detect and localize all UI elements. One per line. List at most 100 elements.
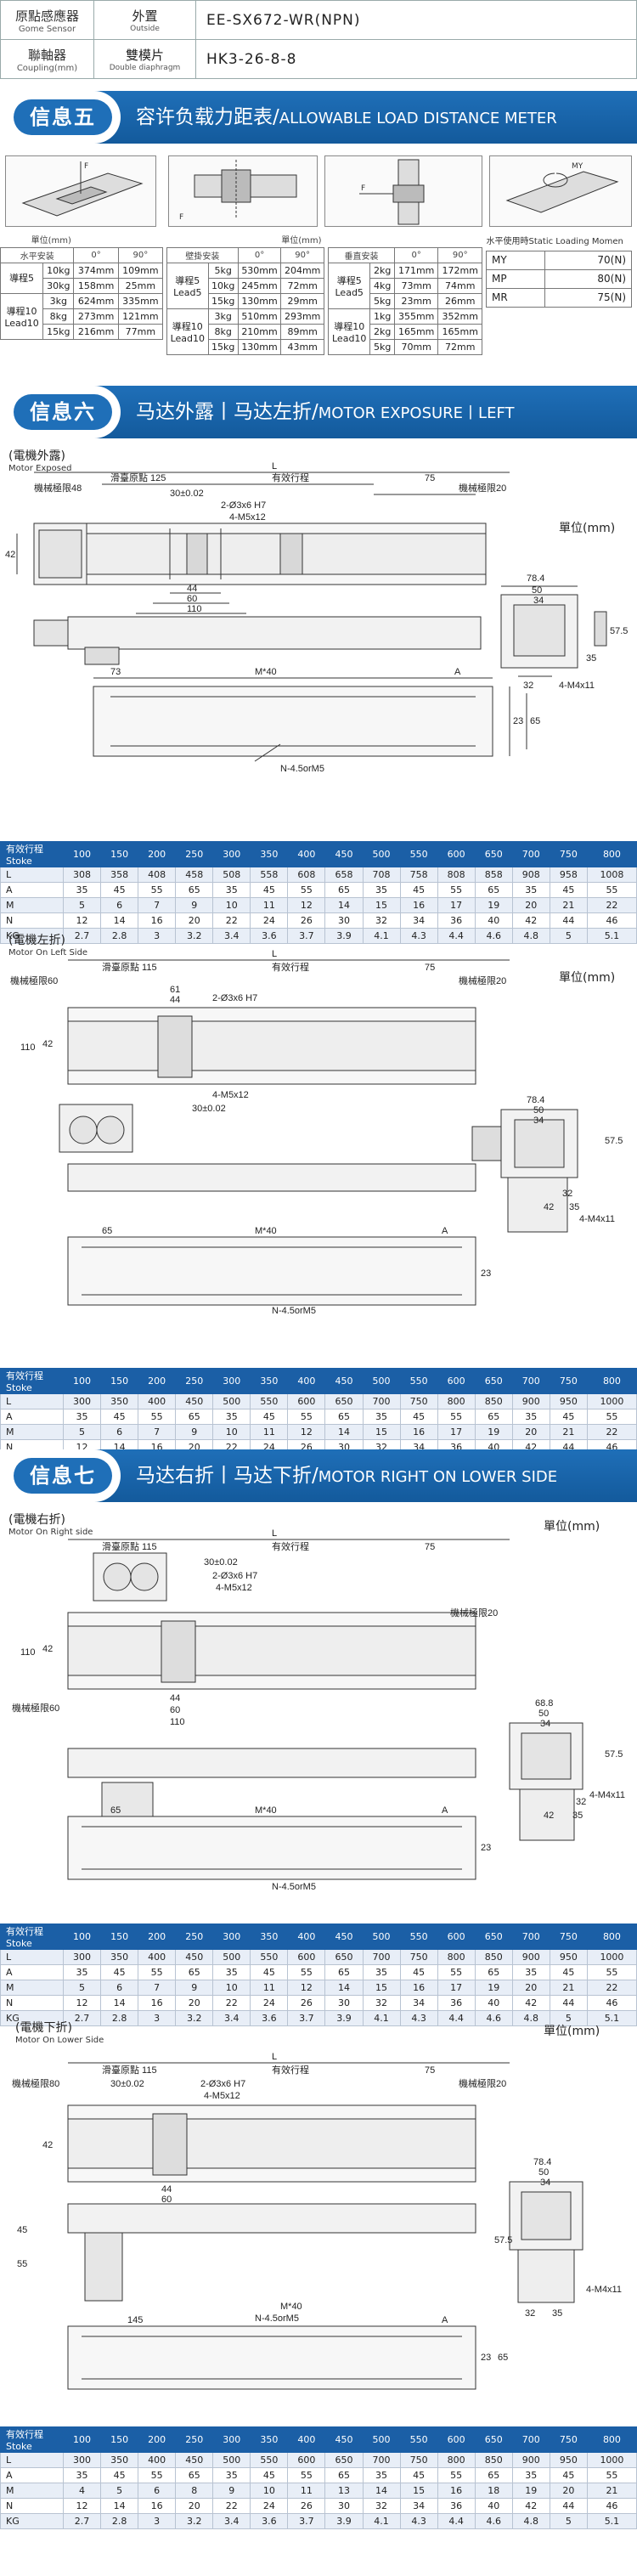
dim-limit48: 機械極限48 xyxy=(34,482,82,494)
table-cell: 300 xyxy=(212,1924,251,1950)
table-cell: 658 xyxy=(324,867,364,883)
table-cell: 800 xyxy=(586,2426,637,2453)
row-label: L xyxy=(0,1393,64,1409)
row-label: KG xyxy=(0,2010,64,2026)
table-cell: 900 xyxy=(511,1949,550,1965)
table-cell: 19 xyxy=(474,1980,513,1996)
table-cell: 700 xyxy=(511,1368,550,1394)
table-cell: 19 xyxy=(511,2483,550,2499)
table-cell: 500 xyxy=(212,1393,251,1409)
table-cell: 708 xyxy=(362,867,401,883)
table-cell: 65 xyxy=(175,1964,214,1980)
table-cell: 858 xyxy=(474,867,513,883)
table-cell: 35 xyxy=(362,1409,401,1425)
table-cell: 908 xyxy=(511,867,550,883)
table-cell: 850 xyxy=(474,2452,513,2468)
table-cell: 2.7 xyxy=(62,2010,102,2026)
table-cell: 5 xyxy=(62,1980,102,1996)
dim-m40: M*40 xyxy=(255,1805,277,1816)
row-label: N xyxy=(0,1995,64,2011)
dim-78-4: 78.4 xyxy=(533,2157,551,2167)
table-cell: 7 xyxy=(138,1980,177,1996)
table-cell: 55 xyxy=(287,2467,326,2483)
table-cell: 250 xyxy=(175,1924,214,1950)
table-cell: 14 xyxy=(100,1995,139,2011)
row-label: M xyxy=(0,2483,64,2499)
table-cell: 150 xyxy=(100,1924,139,1950)
table-cell: 850 xyxy=(474,1393,513,1409)
dim-65: 65 xyxy=(530,716,540,726)
table-cell: 750 xyxy=(399,2452,438,2468)
motor-left-drawing: L 滑臺原點 115 有效行程 75 機械極限20 機械極限60 61 44 2… xyxy=(10,949,623,1316)
dim-limit20: 機械極限20 xyxy=(450,1607,498,1618)
table-cell: 5 xyxy=(549,2010,588,2026)
table-cell: 450 xyxy=(324,1924,364,1950)
moment-pictogram: MY xyxy=(489,155,632,227)
table-cell: 26 xyxy=(287,1995,326,2011)
table-cell: 15 xyxy=(362,897,401,913)
table-cell: 550 xyxy=(399,2426,438,2453)
table-cell: 750 xyxy=(399,1393,438,1409)
dim-L: L xyxy=(272,1528,277,1539)
table-cell: 150 xyxy=(100,1368,139,1394)
table-cell: 35 xyxy=(511,2467,550,2483)
table-cell: 650 xyxy=(474,1368,513,1394)
motor-right-block: (電機右折)Motor On Right side 單位(mm) xyxy=(0,1502,637,2026)
row-label: A xyxy=(0,2467,64,2483)
dim-61: 61 xyxy=(170,985,180,995)
table-cell: 800 xyxy=(586,1368,637,1394)
section7-number: 信息七 xyxy=(14,1458,112,1494)
table-cell: 35 xyxy=(212,2467,251,2483)
section6-header: 信息六 马达外露丨马达左折/MOTOR EXPOSURE丨LEFT xyxy=(0,386,637,438)
section7-title: 马达右折丨马达下折/MOTOR RIGHT ON LOWER SIDE xyxy=(136,1465,558,1487)
dim-57-5: 57.5 xyxy=(494,2235,512,2246)
table-cell: 16 xyxy=(138,2498,177,2514)
table-cell: 45 xyxy=(549,882,588,898)
dim-42b: 42 xyxy=(544,1811,554,1821)
table-cell: 65 xyxy=(324,1964,364,1980)
table-cell: 19 xyxy=(474,1424,513,1440)
table-cell: 10 xyxy=(212,1980,251,1996)
table-cell: 5 xyxy=(62,897,102,913)
dim-limit20: 機械極限20 xyxy=(459,482,506,494)
row-label: 有效行程Stoke xyxy=(0,1924,64,1950)
table-cell: 45 xyxy=(250,1409,289,1425)
load-distance-block: F F F MY xyxy=(0,144,637,386)
table-cell: 550 xyxy=(399,1924,438,1950)
dim-60: 60 xyxy=(187,594,197,604)
table-cell: 400 xyxy=(138,2452,177,2468)
table-cell: 800 xyxy=(437,1949,476,1965)
table-cell: 16 xyxy=(437,2483,476,2499)
table-cell: 408 xyxy=(138,867,177,883)
svg-text:F: F xyxy=(179,213,183,222)
table-cell: 11 xyxy=(287,2483,326,2499)
dim-L: L xyxy=(272,949,277,959)
dim-60: 60 xyxy=(170,1705,180,1715)
row-label: L xyxy=(0,1949,64,1965)
table-cell: 500 xyxy=(362,1368,401,1394)
dim-78-4: 78.4 xyxy=(527,1095,544,1105)
table-cell: 3.9 xyxy=(324,2010,364,2026)
dim-110: 110 xyxy=(20,1042,36,1053)
table-cell: 2.8 xyxy=(100,928,139,944)
table-cell: 3.9 xyxy=(324,928,364,944)
table-cell: 950 xyxy=(549,1949,588,1965)
dim-m40: M*40 xyxy=(280,2302,302,2312)
table-cell: 650 xyxy=(324,1949,364,1965)
table-cell: 65 xyxy=(474,882,513,898)
dim-57-5: 57.5 xyxy=(605,1749,623,1760)
table-cell: 16 xyxy=(138,912,177,929)
table-cell: 24 xyxy=(250,912,289,929)
table-cell: 608 xyxy=(287,867,326,883)
table-cell: 300 xyxy=(212,2426,251,2453)
dim-23: 23 xyxy=(481,1268,491,1279)
row-label: M xyxy=(0,1424,64,1440)
table-cell: 7 xyxy=(138,1424,177,1440)
table-cell: 5.1 xyxy=(586,928,637,944)
table-cell: 950 xyxy=(549,2452,588,2468)
